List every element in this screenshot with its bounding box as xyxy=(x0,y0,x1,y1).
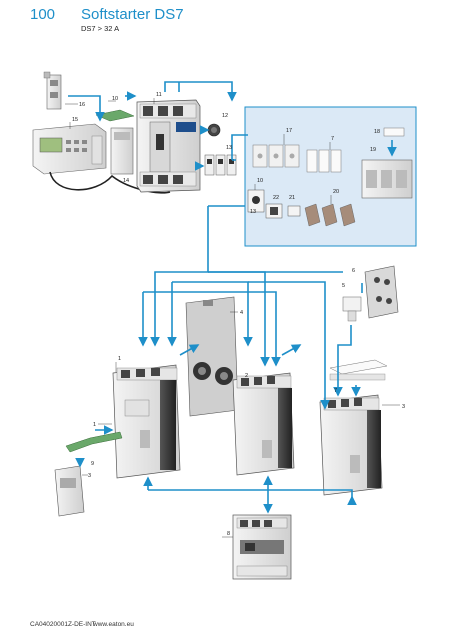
terminal-plate-6 xyxy=(364,265,399,319)
callout-11: 11 xyxy=(156,92,162,98)
footer-url[interactable]: www.eaton.eu xyxy=(93,621,134,628)
cable-lugs-20 xyxy=(304,203,356,227)
callout-8: 8 xyxy=(227,531,230,537)
callout-3-lower: 3 xyxy=(88,473,91,479)
page-number: 100 xyxy=(30,6,56,23)
page-title: Softstarter DS7 xyxy=(81,6,184,23)
callout-9: 9 xyxy=(91,461,94,467)
callout-3-right: 3 xyxy=(402,404,405,410)
callout-10-panel: 10 xyxy=(257,178,263,184)
callout-16: 16 xyxy=(79,102,85,108)
terminal-block-19 xyxy=(361,159,413,199)
callout-19: 19 xyxy=(370,147,376,153)
communication-module-9 xyxy=(54,465,85,517)
connector-module-16 xyxy=(43,71,62,110)
callout-10-top: 10 xyxy=(112,96,118,102)
document-code: CA04020001Z-DE-INT xyxy=(30,621,96,628)
callout-15: 15 xyxy=(72,117,78,123)
callout-1: 1 xyxy=(118,356,121,362)
callout-7-panel: 7 xyxy=(331,136,334,142)
callout-7-mid: 7 xyxy=(334,388,337,394)
connection-cable xyxy=(49,171,171,194)
connector-lines xyxy=(68,81,397,514)
control-panel-15 xyxy=(32,123,107,175)
callout-22: 22 xyxy=(273,195,279,201)
callout-6: 6 xyxy=(352,268,355,274)
adapter-module-14 xyxy=(110,127,134,175)
softstarter-3 xyxy=(319,394,383,496)
softstarter-2 xyxy=(232,372,295,476)
callout-labels: 16 10 15 14 11 12 13 17 7 18 19 10 22 21… xyxy=(65,92,405,538)
rotary-knob-12 xyxy=(207,123,221,137)
callout-20: 20 xyxy=(333,189,339,195)
callout-17: 17 xyxy=(286,128,292,134)
auxiliary-contacts-13 xyxy=(204,154,237,176)
callout-21: 21 xyxy=(289,195,295,201)
terminal-covers-17 xyxy=(252,144,300,168)
callout-2: 2 xyxy=(245,373,248,379)
screw-terminals-10 xyxy=(247,189,265,213)
insulating-block-5 xyxy=(342,296,362,322)
callout-4: 4 xyxy=(240,310,243,316)
mounting-plate-4 xyxy=(185,296,239,417)
busbar-covers-7 xyxy=(306,149,342,173)
ribbon-cable-18 xyxy=(95,109,135,122)
callout-14: 14 xyxy=(123,178,129,184)
page-subtitle: DS7 > 32 A xyxy=(81,24,120,33)
terminal-22 xyxy=(265,203,283,219)
terminal-21 xyxy=(287,205,301,217)
callout-12: 12 xyxy=(222,113,228,119)
callout-18: 18 xyxy=(374,129,380,135)
callout-1-lower: 1 xyxy=(93,422,96,428)
callout-13-panel: 13 xyxy=(250,209,256,215)
circuit-breaker-11 xyxy=(136,99,201,193)
softstarter-1 xyxy=(112,364,181,479)
callout-5: 5 xyxy=(342,283,345,289)
small-part-18 xyxy=(383,127,405,137)
ribbon-cable-10 xyxy=(65,431,123,453)
callout-13-top: 13 xyxy=(226,145,232,151)
motor-starter-8 xyxy=(232,514,292,580)
